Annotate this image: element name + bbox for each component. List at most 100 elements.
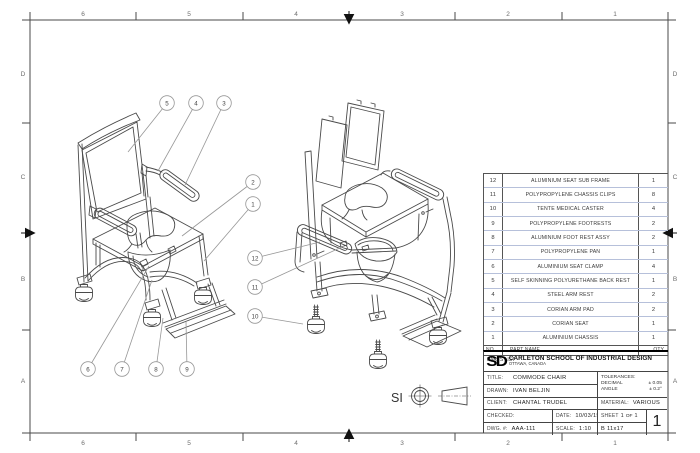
part-name: POLYPROPYLENE FOOTRESTS	[503, 216, 639, 231]
sheet-number: 1	[620, 413, 624, 419]
part-no: 5	[484, 274, 503, 288]
balloon-1: 1	[203, 196, 261, 262]
paper-size-field: B 11x17	[597, 422, 646, 435]
table-row: 8 ALUMINIUM FOOT REST ASSY 2	[484, 230, 668, 245]
balloon-12: 12	[247, 241, 321, 266]
part-qty: 4	[651, 263, 656, 270]
material-field: MATERIAL: VARIOUS	[597, 396, 667, 409]
table-row: 1 ALUMINIUM CHASSIS 1	[484, 330, 668, 345]
casters-exploded	[307, 304, 447, 369]
svg-text:1: 1	[251, 201, 255, 208]
part-qty: 2	[651, 306, 656, 313]
zone-label: D	[21, 71, 26, 78]
dwg-field: DWG. #: AAA-111	[484, 422, 552, 435]
part-name: ALUMINIUM SEAT CLAMP	[503, 259, 639, 274]
svg-text:12: 12	[252, 255, 259, 262]
chassis	[76, 234, 212, 311]
scale-field: SCALE: 1:10	[552, 422, 597, 435]
part-no: 8	[484, 231, 503, 245]
zone-label: 3	[400, 11, 404, 18]
part-qty: 1	[651, 320, 656, 327]
svg-text:8: 8	[154, 366, 158, 373]
zone-label: 6	[81, 11, 85, 18]
paper-size: B 11x17	[601, 425, 624, 432]
part-no: 1	[484, 331, 503, 345]
zone-label: C	[21, 174, 26, 181]
part-no: 4	[484, 288, 503, 302]
pan-exploded	[354, 237, 398, 283]
part-name: POLYPROPYLENE CHASSIS CLIPS	[503, 188, 639, 202]
material-value: VARIOUS	[632, 400, 661, 407]
zone-label: C	[673, 174, 678, 181]
balloon-3: 3	[184, 95, 232, 186]
table-row: 5 SELF SKINNING POLYURETHANE BACK REST 1	[484, 273, 668, 288]
client-name: CHANTAL TRUDEL	[513, 400, 568, 407]
zone-label: 4	[294, 440, 298, 447]
part-name: SELF SKINNING POLYURETHANE BACK REST	[503, 274, 639, 288]
table-row: 12 ALUMINIUM SEAT SUB FRAME 1	[484, 174, 668, 188]
part-qty: 1	[651, 249, 656, 256]
client-field: CLIENT: CHANTAL TRUDEL	[484, 396, 597, 410]
zone-label: D	[673, 71, 678, 78]
balloon-9: 9	[179, 321, 195, 377]
backrest-panels	[304, 99, 385, 260]
tolerances-field: TOLERANCES: DECIMAL± 0.05 ANGLE± 0.2°	[597, 371, 667, 397]
zone-label: 3	[400, 440, 404, 447]
svg-text:4: 4	[194, 100, 198, 107]
pan	[127, 249, 171, 283]
part-no: 10	[484, 202, 503, 216]
zone-label: 4	[294, 11, 298, 18]
zone-label: 1	[613, 11, 617, 18]
part-name: TENTE MEDICAL CASTER	[503, 202, 639, 216]
drawing-title: COMMODE CHAIR	[513, 374, 567, 381]
zone-label: A	[21, 378, 26, 385]
balloon-6: 6	[80, 265, 150, 377]
logo-row: SD CARLETON SCHOOL OF INDUSTRIAL DESIGN …	[484, 352, 668, 372]
center-arrows	[21, 11, 677, 442]
balloon-2: 2	[181, 174, 261, 237]
sheet-total: 1	[634, 413, 638, 419]
part-name: POLYPROPYLENE PAN	[503, 245, 639, 259]
part-name: ALUMINIUM FOOT REST ASSY	[503, 231, 639, 245]
balloon-7: 7	[114, 279, 153, 377]
view-exploded-chair	[294, 99, 462, 369]
zone-label: 1	[613, 440, 617, 447]
part-no: 11	[484, 188, 503, 202]
zone-label: 2	[506, 440, 510, 447]
armrest-left	[294, 224, 353, 273]
zone-label: B	[673, 276, 677, 283]
footrest-exploded	[399, 296, 462, 348]
school-logo: SD	[486, 352, 508, 370]
chassis-exploded	[310, 261, 452, 329]
part-name: STEEL ARM REST	[503, 288, 639, 302]
table-row: 4 STEEL ARM REST 2	[484, 287, 668, 302]
svg-text:2: 2	[251, 179, 255, 186]
dwg-number: AAA-111	[511, 425, 536, 432]
armrest-far	[140, 163, 200, 202]
part-qty: 1	[651, 177, 656, 184]
table-row: 6 ALUMINIUM SEAT CLAMP 4	[484, 258, 668, 274]
part-no: 2	[484, 317, 503, 331]
part-no: 7	[484, 245, 503, 259]
balloon-4: 4	[157, 95, 204, 172]
svg-text:3: 3	[222, 100, 226, 107]
zone-labels: 6 5 4 3 2 1 6 5 4 3 2 1 D C B A D C B A	[21, 11, 678, 447]
balloon-callouts: 5 4 3 2 1 12 11 10 6 7	[80, 95, 345, 377]
table-row: 3 CORIAN ARM PAD 2	[484, 301, 668, 317]
part-name: CORIAN ARM PAD	[503, 302, 639, 317]
revision-number: 1	[646, 409, 667, 435]
zone-label: 6	[81, 440, 85, 447]
si-label: SI	[391, 391, 403, 405]
part-qty: 2	[651, 234, 656, 241]
svg-text:10: 10	[252, 313, 259, 320]
view-assembled-chair	[75, 112, 236, 339]
part-qty: 1	[651, 335, 656, 342]
part-name: ALUMINIUM SEAT SUB FRAME	[503, 174, 639, 188]
balloon-10: 10	[247, 308, 304, 325]
armrest-near	[88, 205, 143, 249]
title-block-grid: TITLE: COMMODE CHAIR TOLERANCES: DECIMAL…	[484, 371, 668, 435]
part-no: 3	[484, 302, 503, 317]
svg-text:11: 11	[252, 284, 259, 291]
part-no: 6	[484, 259, 503, 274]
